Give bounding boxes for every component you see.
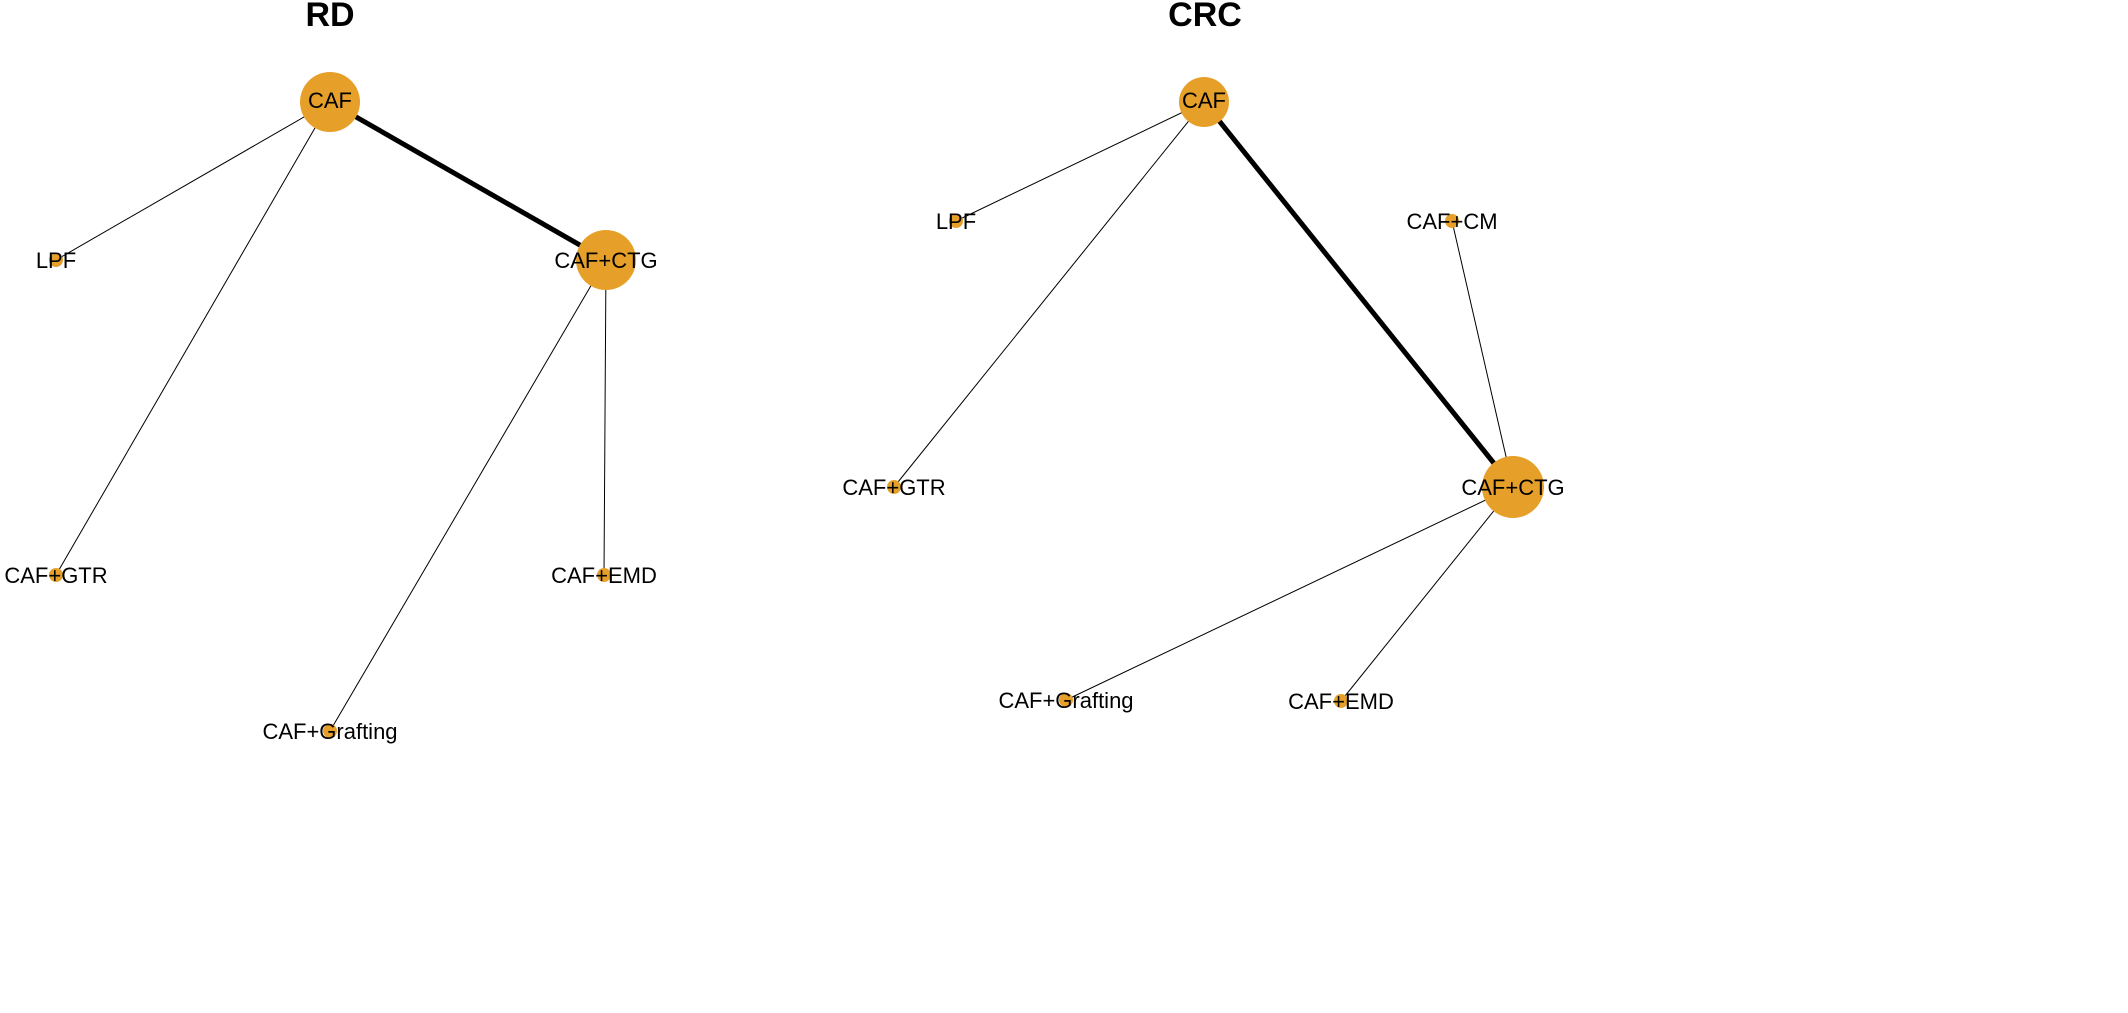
edge-crc-caf-to-caf-gtr [893,101,1205,488]
edge-rd-caf-to-lpf [55,101,331,261]
network-diagram-canvas: RD CRC CAF CAF+CTG LPF CAF+GTR CAF+EMD CAF+Gr… [4,0,1565,744]
node-label-rd-caf-gtr: CAF+GTR [4,563,107,588]
nodes-layer [49,72,1544,738]
node-crc-caf [1179,77,1229,127]
node-label-crc-lpf: LPF [936,209,976,234]
edge-rd-caf-ctg-to-caf-grafting [329,259,607,732]
node-crc-caf-cm [1445,214,1459,228]
edge-rd-caf-ctg-to-caf-emd [603,259,607,576]
panel-title-rd: RD [305,0,355,34]
edge-crc-caf-cm-to-caf-ctg [1451,220,1514,488]
node-rd-caf [300,72,360,132]
edge-crc-caf-to-lpf [955,101,1205,222]
node-label-crc-caf-grafting: CAF+Grafting [998,688,1133,713]
node-crc-caf-ctg [1482,456,1544,518]
node-crc-caf-grafting [1059,693,1073,707]
node-rd-caf-emd [597,568,611,582]
node-rd-caf-ctg [576,230,636,290]
node-rd-lpf [49,253,63,267]
node-label-crc-caf-emd: CAF+EMD [1288,689,1394,714]
node-label-rd-caf-emd: CAF+EMD [551,563,657,588]
node-crc-lpf [949,214,963,228]
node-label-rd-lpf: LPF [36,248,76,273]
node-label-crc-caf-gtr: CAF+GTR [842,475,945,500]
node-crc-caf-emd [1334,694,1348,708]
node-rd-caf-grafting [323,724,337,738]
node-label-crc-caf-ctg: CAF+CTG [1461,475,1564,500]
node-label-rd-caf: CAF [308,88,352,113]
node-crc-caf-gtr [887,480,901,494]
node-label-rd-caf-ctg: CAF+CTG [554,248,657,273]
node-rd-caf-gtr [49,568,63,582]
edges-layer [55,99,1515,732]
edge-crc-caf-to-caf-ctg [1202,100,1515,489]
edge-rd-caf-to-caf-gtr [55,101,331,576]
node-label-rd-caf-grafting: CAF+Grafting [262,719,397,744]
edge-crc-caf-ctg-to-caf-grafting [1065,486,1514,701]
edge-crc-caf-ctg-to-caf-emd [1340,486,1514,702]
edge-rd-caf-to-caf-ctg [328,99,608,263]
node-label-crc-caf-cm: CAF+CM [1406,209,1497,234]
panel-title-crc: CRC [1168,0,1242,34]
node-label-crc-caf: CAF [1182,88,1226,113]
